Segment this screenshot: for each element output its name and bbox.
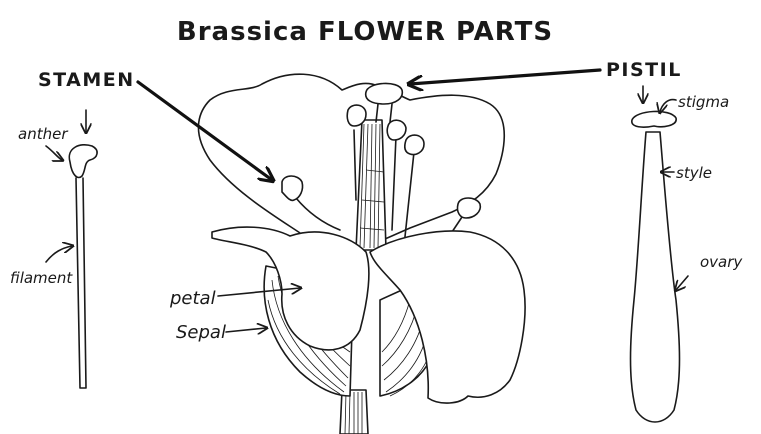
filament-stalk — [76, 178, 86, 388]
anther-arrow-side — [46, 146, 62, 160]
stamen-anther-inner-2 — [387, 120, 406, 140]
anther-head — [69, 145, 97, 178]
diagram-title: Brassica FLOWER PARTS — [177, 17, 553, 47]
flower-main — [198, 74, 525, 434]
sepal-label: Sepal — [176, 322, 226, 343]
filament-arrow — [46, 246, 72, 262]
stigma-arrow-side — [660, 100, 676, 112]
ovary-arrow — [676, 276, 688, 290]
pistil-arrow — [410, 70, 600, 84]
ovary-label: ovary — [700, 253, 743, 271]
stigma-top — [632, 111, 676, 127]
stamen-detail — [69, 145, 97, 388]
stamen-anther-inner-1 — [347, 105, 366, 126]
ovary-body — [631, 132, 680, 422]
sepal-arrow — [226, 328, 266, 332]
stamen-label: STAMEN — [38, 69, 135, 91]
stamen-anther-inner-3 — [405, 135, 424, 154]
petal-label: petal — [169, 288, 216, 309]
filament-label: filament — [10, 269, 73, 287]
pistil-label: PISTIL — [606, 59, 682, 81]
flower-pistil-stigma — [366, 83, 403, 104]
style-label: style — [676, 164, 712, 182]
pistil-detail — [631, 111, 680, 422]
anther-label: anther — [18, 125, 68, 143]
stamen-anther-right — [457, 198, 480, 218]
stigma-label: stigma — [678, 93, 729, 111]
